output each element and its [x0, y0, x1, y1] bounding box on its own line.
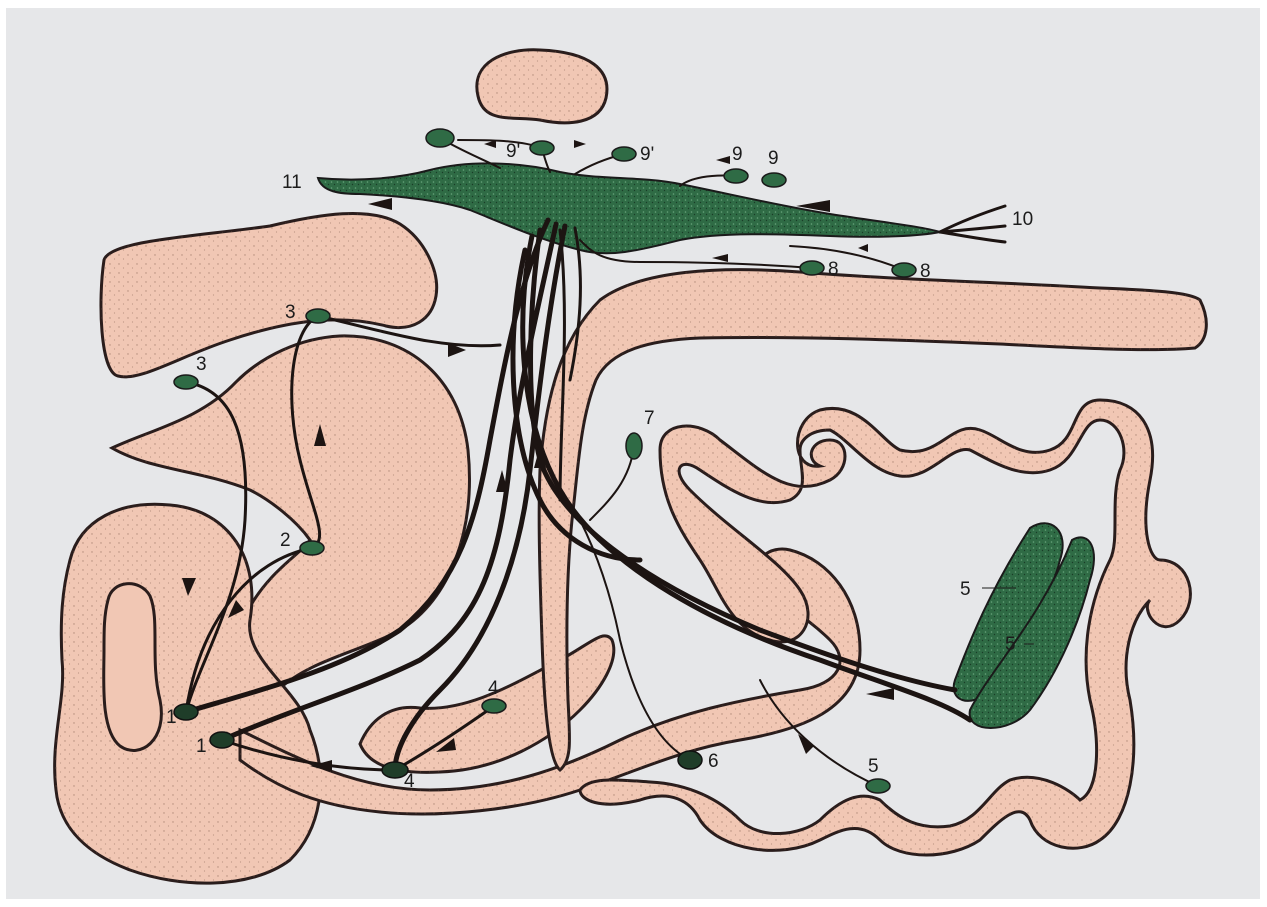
node-8b	[892, 263, 916, 277]
mesenteric-lymph-nodes	[954, 523, 1094, 728]
label-1a: 1	[166, 707, 177, 728]
node-1a	[174, 704, 198, 720]
label-4a: 4	[488, 678, 499, 699]
label-2: 2	[280, 530, 291, 551]
label-1b: 1	[196, 736, 207, 757]
node-7	[626, 433, 642, 459]
label-7: 7	[644, 408, 655, 429]
node-9prime-a	[426, 129, 454, 147]
label-8a: 8	[828, 259, 839, 280]
node-8a	[800, 261, 824, 275]
label-6: 6	[708, 751, 719, 772]
node-6	[678, 751, 702, 769]
spleen-top	[477, 50, 607, 123]
label-5c: 5	[868, 756, 879, 777]
label-3b: 3	[285, 302, 296, 323]
thoracic-duct-trunk	[318, 163, 1005, 253]
label-9b: 9	[768, 148, 779, 169]
node-4a	[482, 699, 506, 713]
label-8b: 8	[920, 261, 931, 282]
node-1b	[210, 732, 234, 748]
node-9a	[724, 169, 748, 183]
label-5a: 5	[960, 579, 971, 600]
node-3b	[306, 309, 330, 323]
label-4b: 4	[404, 771, 415, 792]
label-9a: 9	[732, 144, 743, 165]
node-9prime-c	[612, 147, 636, 161]
node-5	[866, 779, 890, 793]
label-10: 10	[1012, 209, 1033, 230]
label-3a: 3	[196, 354, 207, 375]
node-2	[300, 541, 324, 555]
label-9prime-b: 9'	[640, 144, 654, 165]
cecum-and-colon-left	[55, 504, 321, 883]
node-9b	[762, 173, 786, 187]
label-9prime-a: 9'	[506, 141, 520, 162]
label-5b: 5	[1005, 634, 1016, 655]
node-3a	[174, 375, 198, 389]
label-11: 11	[282, 172, 302, 193]
node-9prime-b	[530, 141, 554, 155]
